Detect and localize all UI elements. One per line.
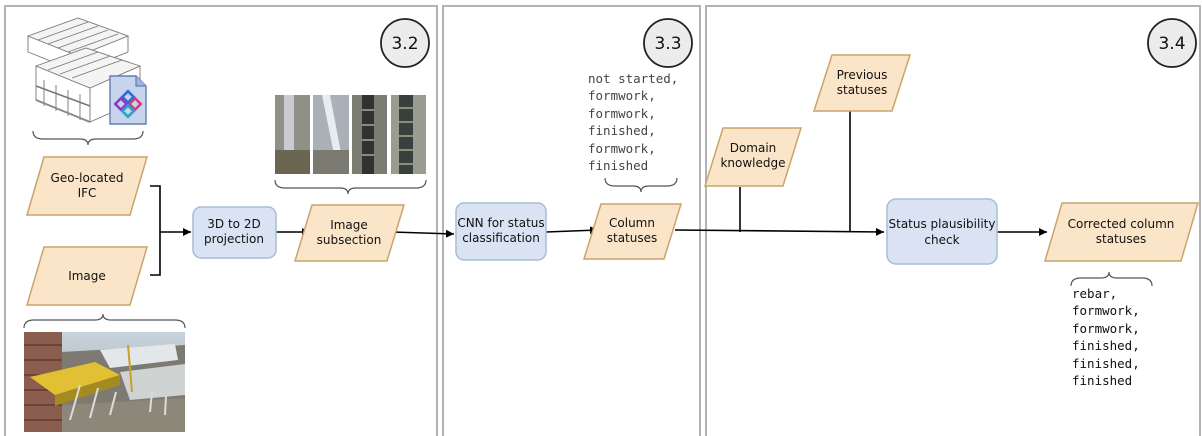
construction-site-photo <box>24 332 185 432</box>
ifc-building-model-icon <box>26 17 142 123</box>
node-label: Previous <box>837 68 888 82</box>
status-list-item: formwork, <box>588 88 656 103</box>
node-label: Image <box>330 218 368 232</box>
image-node: Image <box>25 246 149 306</box>
photo-brace <box>23 313 186 329</box>
step-badge-3-2: 3.2 <box>380 18 430 68</box>
step-label: 3.2 <box>391 34 418 54</box>
cnn-output-brace <box>604 177 678 193</box>
status-list-item: finished, <box>1072 356 1140 371</box>
status-list-item: formwork, <box>588 106 656 121</box>
node-label: Domain <box>730 141 777 155</box>
step-badge-3-3: 3.3 <box>643 18 693 68</box>
node-label: check <box>924 233 959 247</box>
column-crop-thumbnails <box>275 95 426 174</box>
previous-statuses-node: Previous statuses <box>812 54 912 112</box>
status-list-item: formwork, <box>1072 321 1140 336</box>
node-label: statuses <box>607 231 658 245</box>
ifc-file-icon <box>109 75 147 125</box>
cnn-output-status-list: not started, formwork, formwork, finishe… <box>588 71 678 173</box>
corrected-status-list: rebar, formwork, formwork, finished, fin… <box>1072 286 1140 388</box>
status-list-item: not started, <box>588 71 678 86</box>
cnn-process-node: CNN for status classification <box>455 202 547 261</box>
node-label: Image <box>68 269 106 283</box>
node-label: statuses <box>837 83 888 97</box>
node-label: classification <box>462 231 540 245</box>
plausibility-check-process-node: Status plausibility check <box>886 198 998 265</box>
column-statuses-node: Column statuses <box>582 203 683 260</box>
node-label: Column <box>609 216 655 230</box>
node-label: projection <box>204 232 264 246</box>
ifc-brace <box>32 130 144 146</box>
node-label: statuses <box>1096 232 1147 246</box>
thumbnails-brace <box>274 179 427 195</box>
geo-located-ifc-node: Geo-located IFC <box>25 156 149 216</box>
status-list-item: formwork, <box>588 141 656 156</box>
connectors <box>150 110 1047 276</box>
projection-process-node: 3D to 2D projection <box>192 206 277 259</box>
domain-knowledge-node: Domain knowledge <box>703 127 803 187</box>
corrected-column-statuses-node: Corrected column statuses <box>1043 202 1200 262</box>
node-label: Corrected column <box>1068 217 1175 231</box>
status-list-item: finished <box>588 158 648 173</box>
node-label: knowledge <box>720 156 785 170</box>
corrected-brace <box>1070 271 1153 287</box>
node-label: 3D to 2D <box>207 217 260 231</box>
section-frame-3-4 <box>705 5 1201 436</box>
status-list-item: rebar, <box>1072 286 1117 301</box>
status-list-item: finished, <box>588 123 656 138</box>
image-subsection-node: Image subsection <box>293 204 406 262</box>
section-frame-3-2 <box>4 5 438 436</box>
node-label: subsection <box>317 233 382 247</box>
step-label: 3.4 <box>1158 34 1185 54</box>
node-label: Geo-located <box>51 171 124 185</box>
status-list-item: finished, <box>1072 338 1140 353</box>
node-label: Status plausibility <box>889 217 996 231</box>
node-label: CNN for status <box>457 216 544 230</box>
step-label: 3.3 <box>654 34 681 54</box>
status-list-item: finished <box>1072 373 1132 388</box>
status-list-item: formwork, <box>1072 303 1140 318</box>
step-badge-3-4: 3.4 <box>1147 18 1197 68</box>
section-frame-3-3 <box>442 5 701 436</box>
node-label: IFC <box>78 186 97 200</box>
